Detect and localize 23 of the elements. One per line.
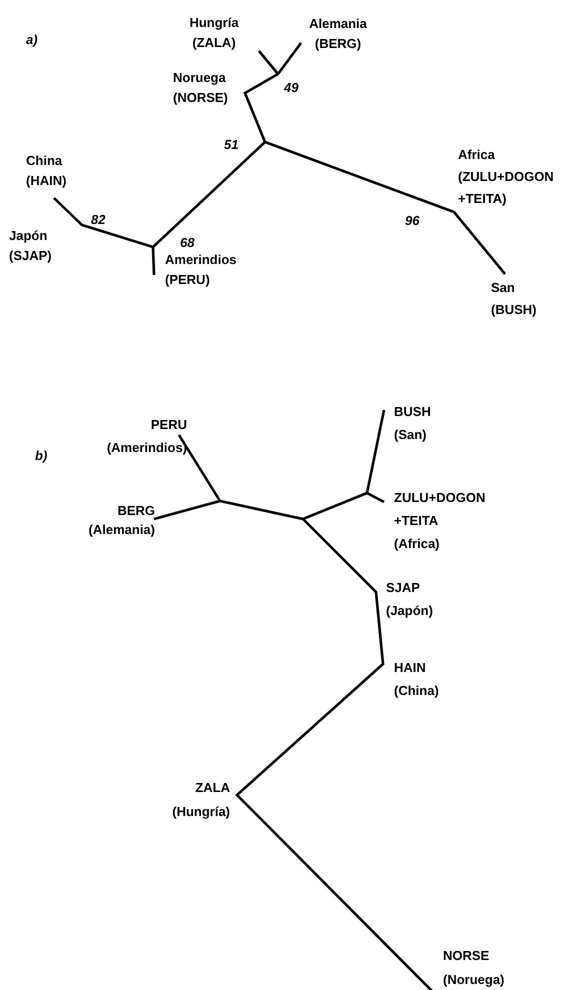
bootstrap-value: 51 [224,136,238,154]
taxon-label: SJAP (Japón) [386,579,433,620]
taxon-label: Alemania (BERG) [309,15,367,53]
taxon-label: Africa (ZULU+DOGON +TEITA) [458,146,554,208]
bootstrap-value: 49 [284,79,298,97]
taxon-label: Noruega (NORSE) [173,69,228,107]
taxon-label: BERG (Alemania) [88,502,155,539]
taxon-label: Amerindios (PERU) [165,251,237,289]
taxon-label: Japón (SJAP) [9,227,52,265]
taxon-label: BUSH (San) [394,403,431,444]
taxon-label: Hungría (ZALA) [189,14,239,52]
taxon-label: ZULU+DOGON +TEITA (Africa) [394,489,486,553]
bootstrap-value: 82 [91,211,106,229]
taxon-label: San (BUSH) [491,279,536,319]
taxon-label: China (HAIN) [26,152,66,190]
taxon-label: NORSE (Noruega) [443,947,504,989]
taxon-label: PERU (Amerindios) [106,416,187,457]
bootstrap-value: 68 [180,234,194,252]
taxon-label: ZALA (Hungría) [172,779,230,821]
panel-label: a) [26,31,38,49]
bootstrap-value: 96 [405,212,420,230]
panel-label: b) [35,447,48,465]
taxon-label: HAIN (China) [394,659,439,700]
